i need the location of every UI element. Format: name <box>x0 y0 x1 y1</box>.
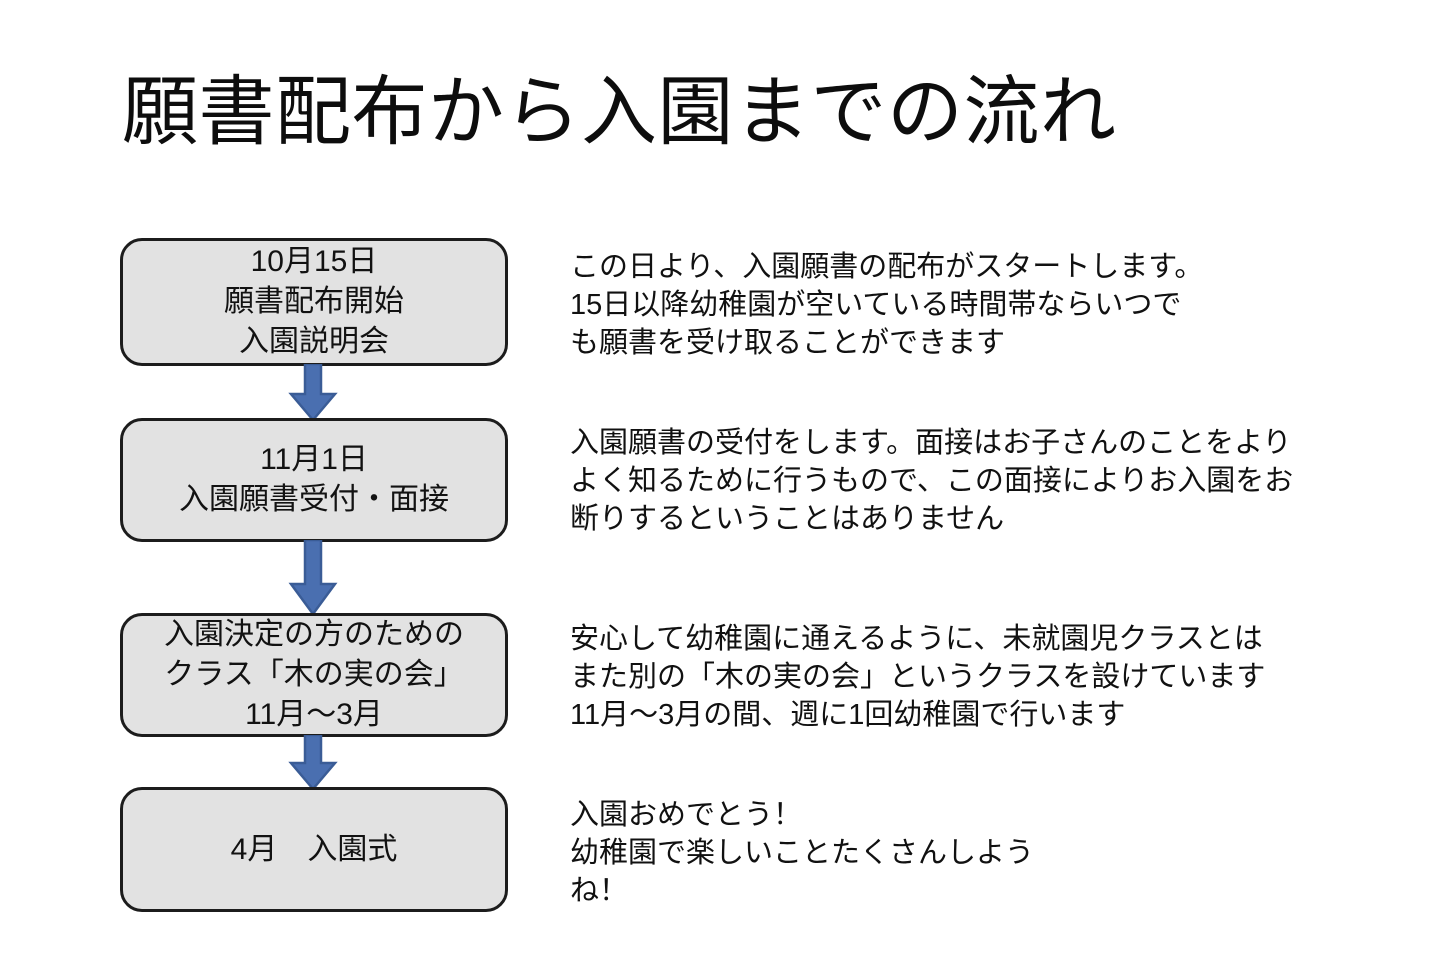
flow-step-box-2-line-2: 入園願書受付・面接 <box>179 483 449 516</box>
flow-step-description-2: 入園願書の受付をします。面接はお子さんのことをより よく知るために行うもので、こ… <box>570 427 1294 535</box>
flow-step-box-3: 入園決定の方のための クラス「木の実の会」 11月〜3月 <box>120 613 508 737</box>
flow-step-box-3-line-1: 入園決定の方のための <box>164 618 464 652</box>
down-arrow-icon <box>283 364 343 422</box>
flow-step-box-1: 10月15日 願書配布開始 入園説明会 <box>120 238 508 366</box>
flow-step-box-3-line-2: クラス「木の実の会」 <box>164 658 464 692</box>
flow-step-box-1-line-2: 願書配布開始 <box>224 285 404 319</box>
flow-step-box-2: 11月1日 入園願書受付・面接 <box>120 418 508 542</box>
flow-step-box-1-line-1: 10月15日 <box>250 245 378 279</box>
flow-step-description-1: この日より、入園願書の配布がスタートします。 15日以降幼稚園が空いている時間帯… <box>570 251 1204 359</box>
flow-step-box-4-line-1: 4月 入園式 <box>230 832 398 866</box>
flow-step-box-3-line-3: 11月〜3月 <box>245 697 383 731</box>
flow-step-box-4: 4月 入園式 <box>120 787 508 912</box>
flow-step-description-4: 入園おめでとう！ 幼稚園で楽しいことたくさんしよう ね！ <box>570 799 1035 907</box>
down-arrow-icon <box>283 540 343 616</box>
page-title: 願書配布から入園までの流れ <box>122 70 1117 155</box>
flow-step-box-2-line-1: 11月1日 <box>260 443 368 477</box>
flow-step-box-1-line-3: 入園説明会 <box>239 324 389 358</box>
flow-step-description-3: 安心して幼稚園に通えるように、未就園児クラスとは また別の「木の実の会」というク… <box>570 623 1266 731</box>
down-arrow-icon <box>283 735 343 791</box>
